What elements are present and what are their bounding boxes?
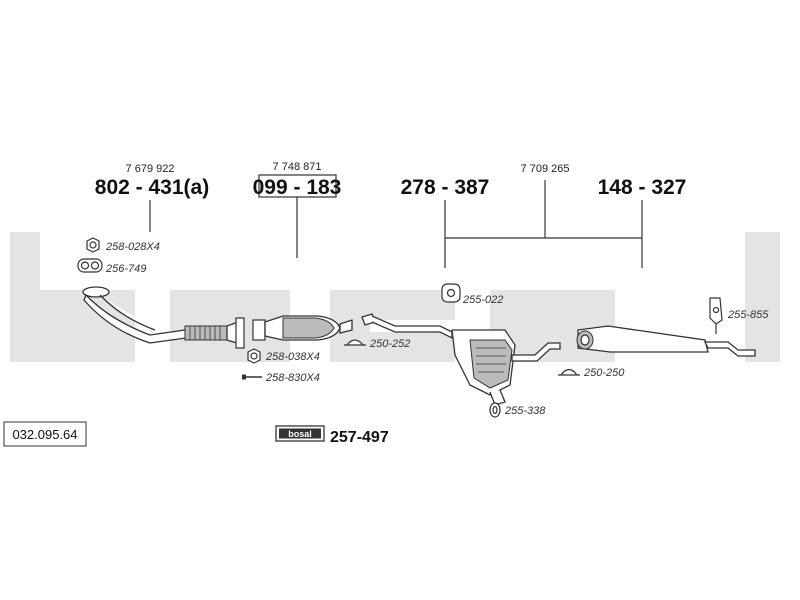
bosal-kit: bosal bbox=[275, 425, 325, 442]
group-1-number[interactable]: 802 - 431(a) bbox=[95, 176, 209, 199]
part-label-255-022[interactable]: 255-022 bbox=[462, 294, 503, 306]
ring-icon bbox=[489, 402, 501, 418]
catalog-code: 032.095.64 bbox=[12, 427, 77, 442]
group-3-number[interactable]: 278 - 387 bbox=[401, 176, 490, 199]
rear-silencer-icon bbox=[576, 325, 756, 357]
hanger-icon bbox=[441, 283, 461, 303]
nut-icon-2 bbox=[247, 348, 261, 364]
part-label-250-250[interactable]: 250-250 bbox=[583, 367, 625, 379]
bracket-leader bbox=[444, 180, 643, 268]
part-label-258-830x4[interactable]: 258-830X4 bbox=[265, 372, 320, 384]
group-2-ref: 7 748 871 bbox=[273, 161, 322, 173]
clamp-icon-2 bbox=[558, 368, 580, 376]
part-label-258-038x4[interactable]: 258-038X4 bbox=[265, 351, 320, 363]
part-label-250-252[interactable]: 250-252 bbox=[369, 338, 410, 350]
nut-icon bbox=[86, 237, 100, 253]
gasket-icon bbox=[77, 258, 103, 273]
part-label-255-338[interactable]: 255-338 bbox=[504, 405, 546, 417]
bolt-icon bbox=[242, 374, 262, 380]
part-label-258-028x4[interactable]: 258-028X4 bbox=[105, 241, 160, 253]
catalytic-converter-icon bbox=[252, 315, 353, 341]
group-5-number[interactable]: 148 - 327 bbox=[598, 176, 687, 199]
front-pipe-icon bbox=[82, 286, 245, 349]
group-2-number[interactable]: 099 - 183 bbox=[253, 176, 342, 199]
part-label-256-749[interactable]: 256-749 bbox=[105, 263, 146, 275]
part-label-255-855[interactable]: 255-855 bbox=[727, 309, 769, 321]
bosal-logo: bosal bbox=[288, 429, 312, 439]
group-1-ref: 7 679 922 bbox=[126, 163, 175, 175]
kit-number[interactable]: 257-497 bbox=[330, 429, 389, 446]
catalog-code-box: 032.095.64 bbox=[3, 421, 87, 447]
clamp-icon bbox=[344, 339, 366, 346]
middle-silencer-icon bbox=[361, 313, 561, 406]
bracket-hanger-icon bbox=[709, 297, 723, 334]
group-4-ref: 7 709 265 bbox=[521, 163, 570, 175]
